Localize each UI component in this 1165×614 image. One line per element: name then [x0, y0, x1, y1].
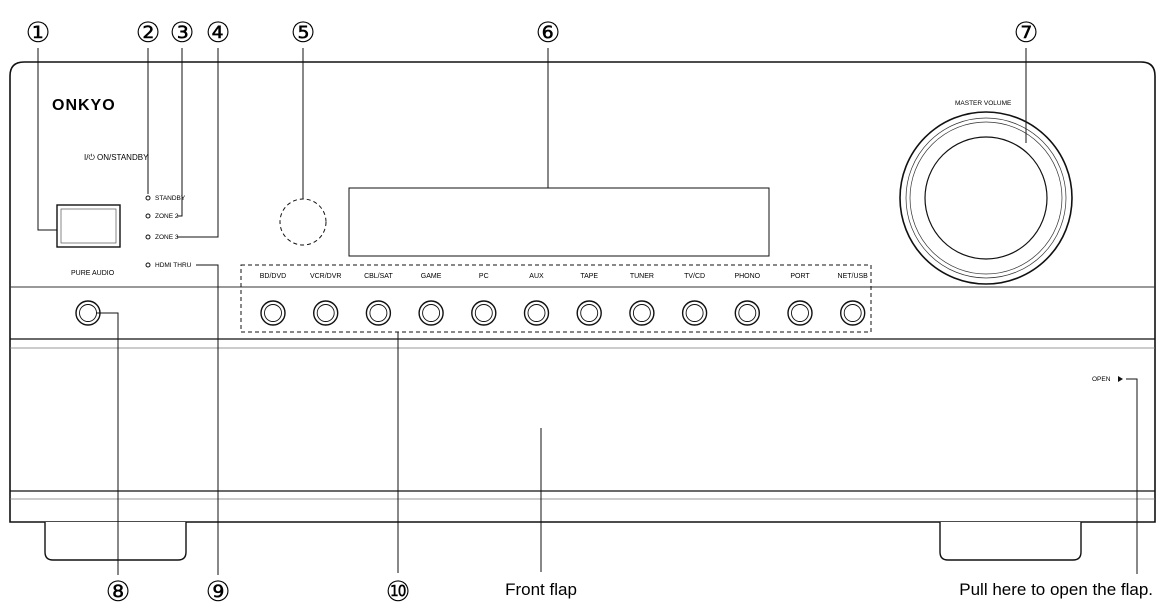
input-label-net-usb: NET/USB — [838, 273, 869, 280]
zone3-indicator — [145, 234, 151, 240]
input-button-inner-net-usb — [843, 304, 862, 322]
input-label-game: GAME — [421, 273, 442, 280]
leader-pull — [1126, 378, 1138, 574]
leader-lines — [37, 48, 1138, 575]
input-label-pc: PC — [479, 273, 489, 280]
hdmi-thru-indicator — [145, 262, 151, 268]
master-volume-knob-ring2 — [909, 121, 1063, 275]
callout-6: ⑥ — [535, 17, 560, 48]
callout-4: ④ — [205, 17, 230, 48]
input-button-inner-pc — [474, 304, 493, 322]
callout-5: ⑤ — [290, 17, 315, 48]
leader-4 — [177, 48, 219, 238]
callout-10: ⑩ — [385, 576, 410, 607]
input-label-port: PORT — [790, 273, 810, 280]
input-label-bd-dvd: BD/DVD — [260, 273, 286, 280]
input-label-tv-cd: TV/CD — [684, 273, 705, 280]
input-button-inner-phono — [738, 304, 757, 322]
input-label-tape: TAPE — [580, 273, 598, 280]
master-volume-knob-inner — [924, 136, 1048, 260]
input-label-cbl-sat: CBL/SAT — [364, 273, 393, 280]
pure-audio-label: PURE AUDIO — [71, 270, 115, 277]
callout-1: ① — [25, 17, 50, 48]
display-window — [348, 187, 770, 257]
open-label: OPEN — [1092, 376, 1111, 383]
leader-1 — [37, 48, 57, 231]
hdmi-thru-label: HDMI THRU — [155, 262, 192, 269]
callout-9: ⑨ — [205, 576, 230, 607]
chassis-outline — [9, 61, 1156, 523]
input-button-inner-game — [422, 304, 441, 322]
input-button-inner-tape — [580, 304, 599, 322]
input-label-aux: AUX — [529, 273, 544, 280]
input-label-tuner: TUNER — [630, 273, 654, 280]
zone2-label: ZONE 2 — [155, 213, 179, 220]
leader-3 — [177, 48, 183, 217]
zone3-label: ZONE 3 — [155, 234, 179, 241]
open-arrow-icon — [1118, 376, 1123, 382]
pull-here-caption: Pull here to open the flap. — [959, 580, 1153, 599]
input-selector-buttons: BD/DVD VCR/DVR CBL/SAT GAME PC AUX TAPE TUNER TV… — [260, 273, 869, 326]
input-button-inner-vcr-dvr — [316, 304, 335, 322]
input-button-inner-bd-dvd — [264, 304, 282, 322]
callout-8: ⑧ — [105, 576, 130, 607]
master-volume-knob-ring — [905, 117, 1067, 279]
master-volume-knob-outer[interactable] — [899, 111, 1073, 285]
callout-3: ③ — [169, 17, 194, 48]
input-button-inner-aux — [527, 304, 546, 322]
right-foot — [939, 522, 1082, 561]
leader-8 — [96, 312, 119, 575]
master-volume-label: MASTER VOLUME — [955, 100, 1012, 107]
brand-logo: ONKYO — [52, 97, 116, 114]
input-label-vcr-dvr: VCR/DVR — [310, 273, 342, 280]
input-selector-group — [240, 264, 872, 333]
input-button-inner-tuner — [632, 304, 651, 322]
input-button-inner-tv-cd — [685, 304, 704, 322]
input-button-inner-port — [791, 304, 809, 322]
power-button-inner — [60, 208, 117, 244]
input-button-inner-cbl-sat — [369, 304, 388, 322]
zone2-indicator — [145, 213, 151, 219]
power-button[interactable] — [56, 204, 121, 248]
front-flap-caption: Front flap — [505, 580, 577, 599]
callout-2: ② — [135, 17, 160, 48]
standby-indicator — [145, 195, 151, 201]
power-label: I/⏻ ON/STANDBY — [84, 153, 149, 162]
left-foot — [44, 522, 187, 561]
leader-9 — [196, 264, 219, 575]
callout-7: ⑦ — [1013, 17, 1038, 48]
input-label-phono: PHONO — [734, 273, 760, 280]
standby-label: STANDBY — [155, 195, 186, 202]
